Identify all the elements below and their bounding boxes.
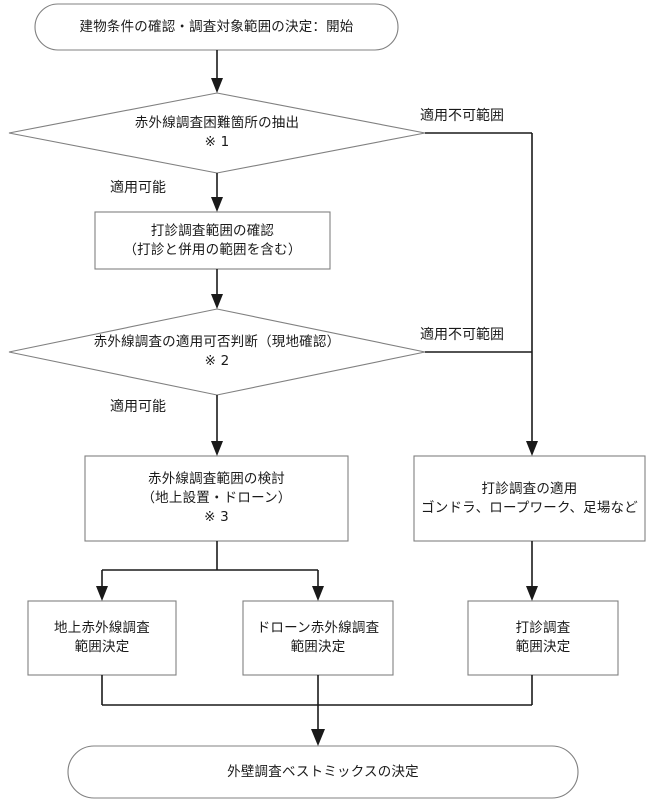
arrowhead-start-to-decision1 bbox=[211, 78, 223, 93]
arrowhead-right-rail-to-tapping-apply bbox=[526, 441, 538, 456]
edge-label-decision1-yes: 適用可能 bbox=[110, 180, 166, 196]
arrowhead-tapping-apply-to-result bbox=[526, 586, 538, 601]
process-tapping-apply-node-shape[interactable] bbox=[413, 455, 646, 542]
arrowhead-decision2-yes bbox=[211, 441, 223, 456]
result-tapping-node-shape[interactable] bbox=[467, 600, 619, 676]
end-node-shape[interactable] bbox=[67, 745, 579, 799]
result-ground-ir-node-shape[interactable] bbox=[27, 600, 177, 676]
edge-label-decision2-yes: 適用可能 bbox=[110, 399, 166, 415]
edge-label-decision1-no: 適用不可範囲 bbox=[420, 108, 504, 124]
decision2-node-shape[interactable] bbox=[8, 308, 426, 396]
arrowhead-bus-to-ground-ir bbox=[96, 586, 108, 601]
result-drone-ir-node-shape[interactable] bbox=[242, 600, 394, 676]
arrowhead-confirm-to-decision2 bbox=[211, 294, 223, 309]
arrowhead-bus-to-drone-ir bbox=[312, 586, 324, 601]
arrowhead-decision1-yes bbox=[211, 197, 223, 212]
decision1-node-shape[interactable] bbox=[8, 92, 426, 174]
process-confirm-node-shape[interactable] bbox=[94, 211, 331, 270]
arrowhead-merge-to-end bbox=[311, 729, 325, 746]
process-ir-scope-node-shape[interactable] bbox=[84, 455, 349, 542]
start-node-shape[interactable] bbox=[34, 3, 399, 51]
edge-label-decision2-no: 適用不可範囲 bbox=[420, 327, 504, 343]
